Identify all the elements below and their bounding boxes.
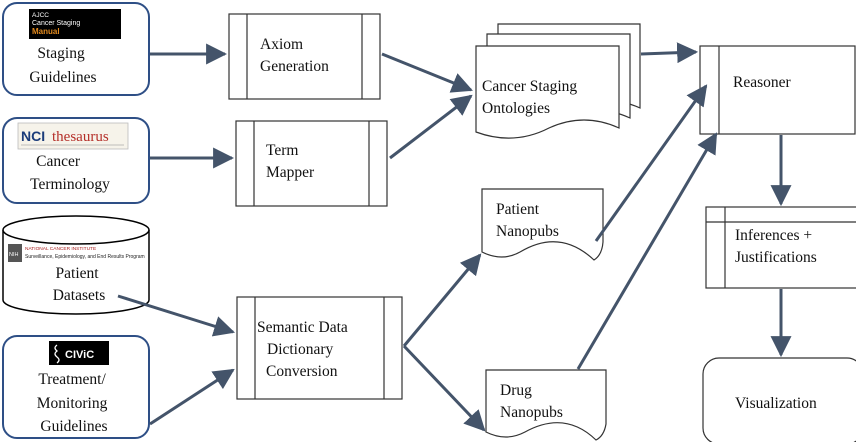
process-sdd-conversion[interactable]: Semantic Data Dictionary Conversion (236, 296, 403, 400)
arrow-ontologies-to-reasoner (640, 42, 699, 64)
process-reasoner[interactable]: Reasoner (699, 45, 856, 135)
input-staging-guidelines[interactable]: AJCC Cancer Staging Manual Staging Guide… (2, 2, 150, 96)
input-cancer-terminology[interactable]: NCI thesaurus Cancer Terminology (2, 117, 150, 204)
drug-nanopubs-label: Drug Nanopubs (500, 382, 563, 421)
input-patient-datasets-label: Patient Datasets (53, 265, 106, 304)
input-patient-datasets[interactable]: NIH NATIONAL CANCER INSTITUTE Surveillan… (2, 215, 150, 315)
visualization-label: Visualization (735, 395, 817, 412)
input-treatment-label: Treatment/ Monitoring Guidelines (37, 371, 112, 435)
arrow-patient-datasets-to-sdd (117, 294, 236, 337)
svg-text:AJCC: AJCC (32, 12, 49, 19)
inferences-label: Inferences + Justifications (735, 227, 817, 266)
svg-text:Cancer Staging: Cancer Staging (32, 20, 80, 27)
doc-patient-nanopubs[interactable]: Patient Nanopubs (481, 188, 604, 261)
nci-thesaurus-logo: NCI thesaurus (17, 122, 129, 150)
input-treatment-guidelines[interactable]: CIViC Treatment/ Monitoring Guidelines (2, 335, 150, 439)
arrow-sdd-to-drug-nanopubs (402, 344, 486, 432)
ontologies-label: Cancer Staging Ontologies (482, 78, 581, 117)
arrow-term-mapper-to-ontologies (389, 94, 473, 160)
svg-text:thesaurus: thesaurus (52, 129, 109, 145)
ajcc-logo: AJCC Cancer Staging Manual (29, 9, 121, 39)
arrow-patient-nanopubs-to-reasoner (594, 84, 708, 242)
svg-text:CIViC: CIViC (65, 349, 94, 361)
civic-logo: CIViC (49, 341, 109, 365)
patient-nanopubs-label: Patient Nanopubs (496, 201, 559, 240)
seer-logo: NIH NATIONAL CANCER INSTITUTE Surveillan… (8, 244, 145, 262)
arrow-treatment-to-sdd (149, 368, 235, 426)
input-terminology-label: Cancer Terminology (30, 153, 110, 193)
doc-drug-nanopubs[interactable]: Drug Nanopubs (485, 369, 607, 441)
svg-text:NCI: NCI (21, 128, 45, 144)
axiom-label: Axiom Generation (260, 36, 329, 75)
svg-text:NIH: NIH (9, 252, 19, 258)
sdd-label: Semantic Data Dictionary Conversion (257, 319, 352, 380)
arrow-axiom-to-ontologies (381, 52, 473, 93)
doc-cancer-staging-ontologies[interactable]: Cancer Staging Ontologies (475, 23, 641, 139)
arrow-sdd-to-patient-nanopubs (402, 253, 482, 347)
process-axiom-generation[interactable]: Axiom Generation (228, 13, 381, 100)
process-term-mapper[interactable]: Term Mapper (235, 120, 388, 207)
connectors (117, 42, 792, 432)
svg-text:NATIONAL CANCER INSTITUTE: NATIONAL CANCER INSTITUTE (25, 246, 96, 252)
process-inferences[interactable]: Inferences + Justifications (705, 206, 856, 289)
reasoner-label: Reasoner (733, 74, 792, 91)
term-mapper-label: Term Mapper (266, 142, 315, 181)
svg-text:Manual: Manual (32, 27, 60, 36)
svg-text:Surveillance, Epidemiology, an: Surveillance, Epidemiology, and End Resu… (25, 254, 145, 260)
input-staging-label: Staging Guidelines (29, 45, 96, 86)
arrow-drug-nanopubs-to-reasoner (576, 132, 718, 370)
output-visualization[interactable]: Visualization (702, 357, 856, 442)
